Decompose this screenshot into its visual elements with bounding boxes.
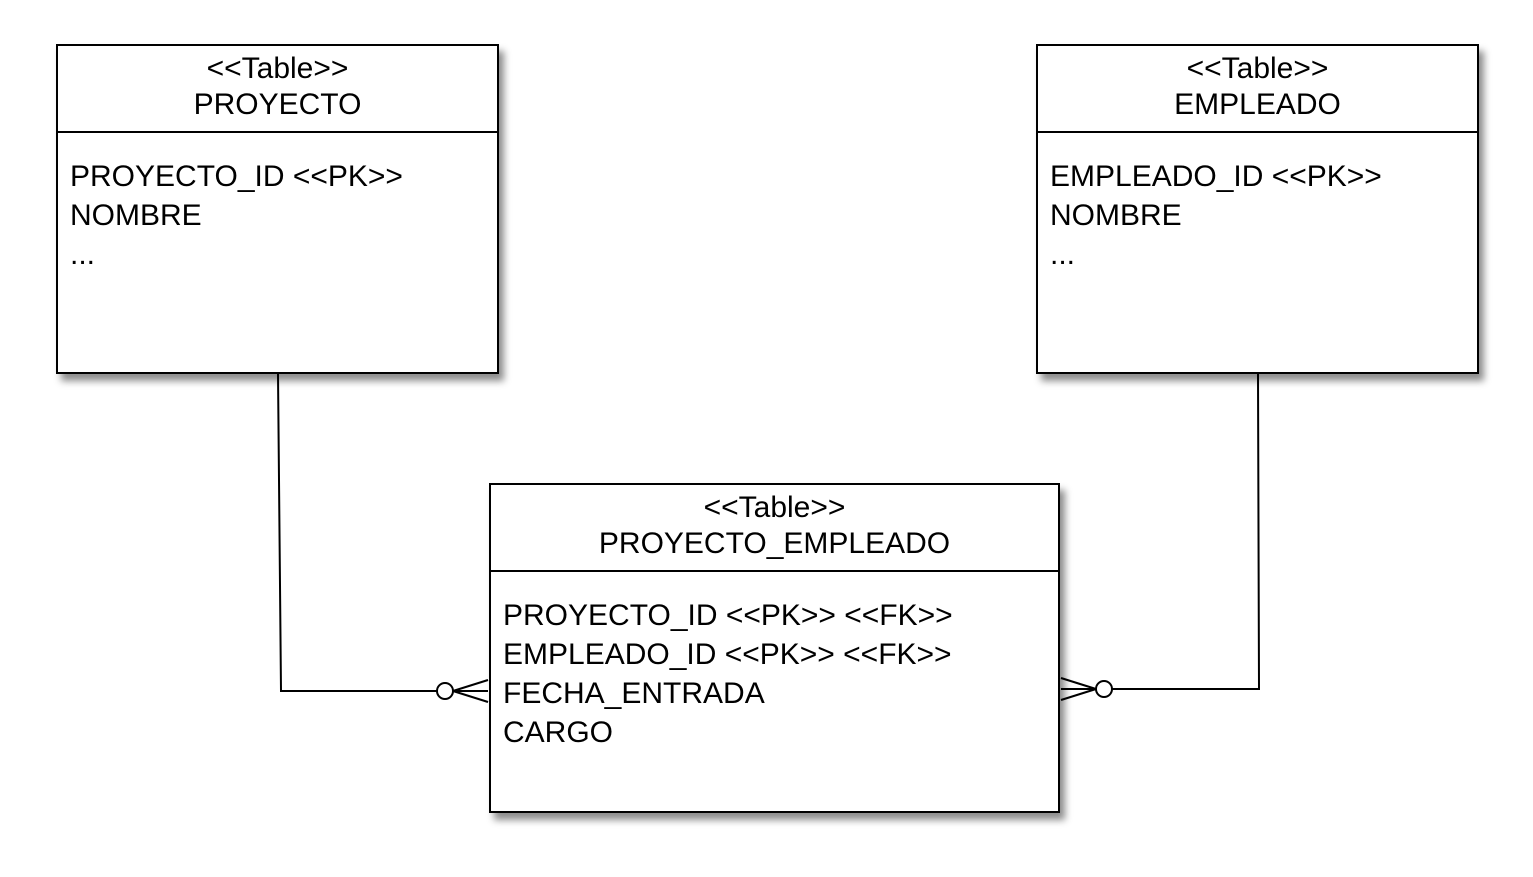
table-fields: EMPLEADO_ID <<PK>> NOMBRE ... xyxy=(1038,133,1477,274)
field-fecha-entrada: FECHA_ENTRADA xyxy=(503,677,765,710)
table-header: <<Table>> EMPLEADO xyxy=(1038,46,1477,133)
connector-line xyxy=(277,373,437,692)
table-stereotype: <<Table>> xyxy=(206,52,349,85)
crowfoot-prong-bottom xyxy=(452,690,489,703)
table-proyecto[interactable]: <<Table>> PROYECTO PROYECTO_ID <<PK>> NO… xyxy=(56,44,499,374)
field-cargo: CARGO xyxy=(503,716,614,749)
relationship-empleado-proyecto-empleado xyxy=(1060,373,1261,701)
table-fields: PROYECTO_ID <<PK>> <<FK>> EMPLEADO_ID <<… xyxy=(491,572,1058,752)
table-header: <<Table>> PROYECTO xyxy=(58,46,497,133)
field-ellipsis: ... xyxy=(70,238,96,271)
field-ellipsis: ... xyxy=(1050,238,1076,271)
field-proyecto-id: PROYECTO_ID <<PK>> xyxy=(70,160,403,193)
table-proyecto-empleado[interactable]: <<Table>> PROYECTO_EMPLEADO PROYECTO_ID … xyxy=(489,483,1060,813)
connector-line xyxy=(1112,373,1261,690)
table-empleado[interactable]: <<Table>> EMPLEADO EMPLEADO_ID <<PK>> NO… xyxy=(1036,44,1479,374)
crowfoot-prong-bottom xyxy=(1060,688,1097,701)
field-nombre: NOMBRE xyxy=(70,199,202,232)
field-empleado-id: EMPLEADO_ID <<PK>> <<FK>> xyxy=(503,638,952,671)
field-nombre: NOMBRE xyxy=(1050,199,1182,232)
crowfoot-prong-top xyxy=(1060,677,1097,690)
table-name: PROYECTO xyxy=(193,88,362,121)
table-fields: PROYECTO_ID <<PK>> NOMBRE ... xyxy=(58,133,497,274)
table-name: EMPLEADO xyxy=(1174,88,1341,121)
field-proyecto-id: PROYECTO_ID <<PK>> <<FK>> xyxy=(503,599,953,632)
zero-optional-marker xyxy=(436,682,454,700)
table-name: PROYECTO_EMPLEADO xyxy=(598,527,951,560)
table-header: <<Table>> PROYECTO_EMPLEADO xyxy=(491,485,1058,572)
table-stereotype: <<Table>> xyxy=(1186,52,1329,85)
field-empleado-id: EMPLEADO_ID <<PK>> xyxy=(1050,160,1382,193)
zero-optional-marker xyxy=(1095,680,1113,698)
table-stereotype: <<Table>> xyxy=(703,491,846,524)
crowfoot-prong-top xyxy=(452,679,489,692)
relationship-proyecto-proyecto-empleado xyxy=(277,373,489,703)
